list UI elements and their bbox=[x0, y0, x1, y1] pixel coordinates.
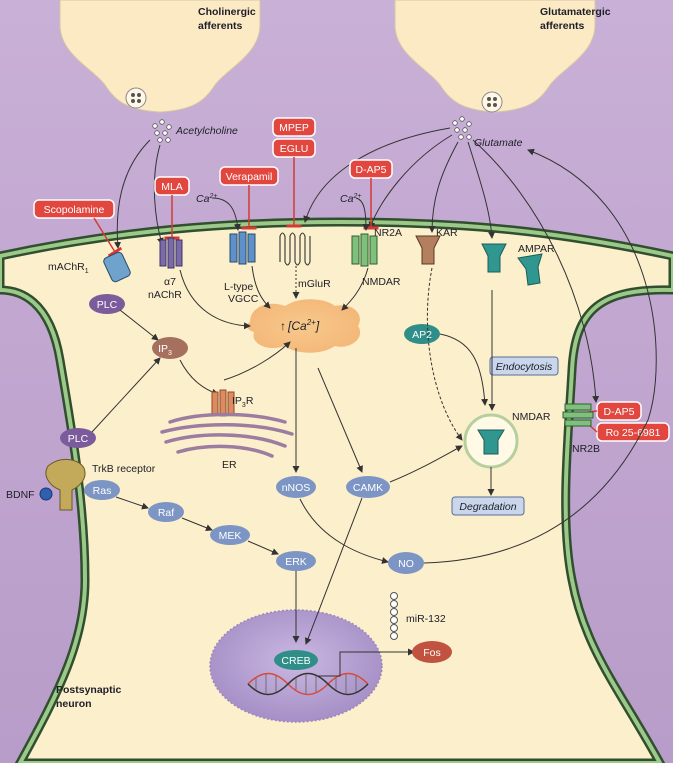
ro-label: Ro 25-6981 bbox=[606, 427, 661, 439]
ap2-label: AP2 bbox=[412, 329, 432, 341]
raf-label: Raf bbox=[158, 507, 174, 519]
degradation-box: Degradation bbox=[451, 496, 525, 516]
ras-node: Ras bbox=[84, 480, 120, 500]
dap5-right-box: D-AP5 bbox=[596, 401, 642, 421]
trkb-receptor bbox=[45, 459, 86, 511]
eglu-box: EGLU bbox=[272, 138, 316, 158]
creb-node: CREB bbox=[274, 650, 318, 670]
ras-label: Ras bbox=[93, 485, 112, 497]
ca-label-left: Ca2+ bbox=[196, 193, 217, 205]
mpep-label: MPEP bbox=[279, 122, 309, 134]
endosome-vesicle bbox=[463, 413, 519, 469]
mla-label: MLA bbox=[161, 181, 183, 193]
glutamatergic-label-1: Glutamatergic bbox=[540, 6, 611, 18]
acetylcholine-vesicles bbox=[152, 119, 172, 143]
nr2a-label: NR2A bbox=[374, 227, 402, 239]
plc-top-label: PLC bbox=[97, 299, 118, 311]
neuron-label-2: neuron bbox=[56, 698, 92, 710]
dap5-top-box: D-AP5 bbox=[349, 159, 393, 179]
mpep-box: MPEP bbox=[272, 117, 316, 137]
ip3r-receptor bbox=[211, 389, 235, 417]
dap5-right-label: D-AP5 bbox=[604, 406, 635, 418]
glutamate-vesicles bbox=[452, 116, 472, 140]
cholinergic-terminal bbox=[59, 0, 261, 113]
nnos-label: nNOS bbox=[282, 482, 311, 494]
erk-label: ERK bbox=[285, 556, 307, 568]
bdnf-ligand bbox=[39, 487, 53, 501]
ip3-label: IP3 bbox=[158, 343, 172, 357]
ltype-label: L-type bbox=[224, 281, 253, 293]
raf-node: Raf bbox=[148, 502, 184, 522]
ampar-receptor-2 bbox=[517, 253, 543, 286]
plc-bottom-node: PLC bbox=[60, 428, 96, 448]
degradation-label: Degradation bbox=[459, 501, 516, 513]
a7-label: α7 bbox=[164, 276, 176, 288]
verapamil-box: Verapamil bbox=[219, 166, 279, 186]
plc-top-node: PLC bbox=[89, 294, 125, 314]
mir132-icon bbox=[390, 592, 398, 640]
ach-arrows bbox=[114, 139, 164, 249]
fos-node: Fos bbox=[412, 641, 452, 663]
mla-box: MLA bbox=[154, 176, 190, 196]
dna-helix bbox=[247, 672, 369, 696]
trkb-label: TrkB receptor bbox=[92, 463, 156, 475]
mglur-receptor bbox=[279, 232, 311, 266]
no-label: NO bbox=[398, 558, 414, 570]
ampar-label: AMPAR bbox=[518, 243, 555, 255]
nnos-node: nNOS bbox=[276, 476, 316, 498]
glutamate-label: Glutamate bbox=[474, 137, 523, 149]
nmdar-top-receptor bbox=[351, 233, 378, 267]
eglu-label: EGLU bbox=[280, 143, 309, 155]
ip3-node: IP3 bbox=[152, 337, 188, 359]
scopolamine-label: Scopolamine bbox=[44, 204, 105, 216]
er-organelle bbox=[160, 412, 294, 458]
neuron-label-1: Postsynaptic bbox=[56, 684, 122, 696]
nmdar-right-receptor bbox=[562, 403, 594, 427]
ca-label-right: Ca2+ bbox=[340, 193, 361, 205]
ro-box: Ro 25-6981 bbox=[596, 422, 670, 442]
nmdar-right-label: NMDAR bbox=[512, 411, 551, 423]
acetylcholine-label: Acetylcholine bbox=[175, 125, 238, 137]
ap2-node: AP2 bbox=[404, 324, 440, 344]
plc-bottom-label: PLC bbox=[68, 433, 89, 445]
scopolamine-box: Scopolamine bbox=[33, 199, 115, 219]
vgcc-channel bbox=[229, 231, 256, 265]
mglur-label: mGluR bbox=[298, 278, 331, 290]
kar-label: KAR bbox=[436, 227, 458, 239]
camk-label: CAMK bbox=[353, 482, 383, 494]
endocytosis-box: Endocytosis bbox=[489, 356, 559, 376]
mek-node: MEK bbox=[210, 525, 250, 545]
endocytosis-label: Endocytosis bbox=[496, 361, 553, 373]
bdnf-label: BDNF bbox=[6, 489, 35, 501]
glutamatergic-label-2: afferents bbox=[540, 20, 585, 32]
mir132-label: miR-132 bbox=[406, 613, 446, 625]
camk-node: CAMK bbox=[346, 476, 390, 498]
nmdar-top-label: NMDAR bbox=[362, 276, 401, 288]
dap5-top-label: D-AP5 bbox=[356, 164, 387, 176]
calcium-input-arrows bbox=[179, 265, 369, 381]
no-node: NO bbox=[388, 552, 424, 574]
cholinergic-label-1: Cholinergic bbox=[198, 6, 256, 18]
machr-label: mAChR1 bbox=[48, 261, 89, 275]
calcium-label: ↑[Ca2+] bbox=[280, 318, 320, 333]
kar-receptor bbox=[415, 235, 441, 265]
glutamatergic-terminal bbox=[394, 0, 596, 113]
ip3r-label: IP3R bbox=[232, 395, 254, 409]
vgcc-label: VGCC bbox=[228, 293, 259, 305]
cholinergic-label-2: afferents bbox=[198, 20, 243, 32]
mek-label: MEK bbox=[219, 530, 242, 542]
calcium-cloud: ↑[Ca2+] bbox=[247, 299, 361, 353]
creb-label: CREB bbox=[281, 655, 310, 667]
nachr-receptor bbox=[159, 237, 183, 269]
er-label: ER bbox=[222, 459, 237, 471]
machr-receptor bbox=[103, 251, 131, 283]
fos-label: Fos bbox=[423, 647, 441, 659]
nr2b-label: NR2B bbox=[572, 443, 600, 455]
verapamil-label: Verapamil bbox=[226, 171, 273, 183]
nachr-label: nAChR bbox=[148, 289, 182, 301]
ampar-receptor-1 bbox=[481, 243, 507, 273]
erk-node: ERK bbox=[276, 551, 316, 571]
